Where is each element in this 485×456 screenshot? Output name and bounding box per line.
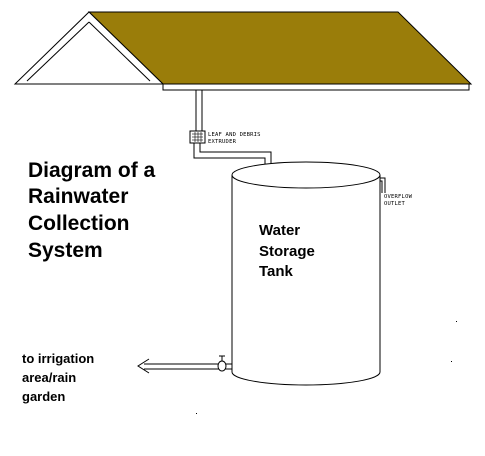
outflow-arrowhead bbox=[137, 358, 150, 374]
stray-dot bbox=[451, 361, 452, 362]
stray-dot bbox=[196, 413, 197, 414]
overflow-pipe-inner bbox=[380, 180, 383, 193]
roof-gable bbox=[13, 11, 165, 85]
gutter bbox=[162, 83, 470, 91]
stray-dot bbox=[456, 321, 457, 322]
title-line-3: Collection bbox=[28, 212, 130, 235]
inlet-pipe bbox=[193, 143, 266, 168]
title-line-1: Diagram of a bbox=[28, 159, 156, 182]
overflow-label-line-1: OVERFLOW bbox=[384, 194, 413, 200]
extruder-label-line-1: LEAF AND DEBRIS bbox=[208, 132, 261, 138]
gable-inner-right bbox=[88, 21, 151, 82]
irrigation-label-line-3: garden bbox=[22, 389, 66, 404]
irrigation-label-line-2: area/rain bbox=[22, 370, 77, 385]
overflow-pipe bbox=[380, 177, 386, 193]
irrigation-label-line-1: to irrigation bbox=[22, 351, 95, 366]
tank-label-line-2: Storage bbox=[259, 243, 315, 260]
storage-tank-body bbox=[231, 175, 381, 386]
storage-tank-top bbox=[231, 161, 381, 189]
inlet-pipe-outer bbox=[199, 143, 272, 168]
extruder-screen bbox=[192, 132, 203, 142]
gable-inner-left bbox=[26, 21, 90, 82]
title-line-4: System bbox=[28, 239, 103, 262]
tank-label-line-1: Water bbox=[259, 222, 301, 239]
overflow-label-line-2: OUTLET bbox=[384, 201, 406, 207]
tank-label-line-3: Tank bbox=[259, 263, 293, 280]
title-line-2: Rainwater bbox=[28, 185, 129, 208]
extruder-label-line-2: EXTRUDER bbox=[208, 139, 237, 145]
outflow-valve bbox=[217, 360, 227, 372]
